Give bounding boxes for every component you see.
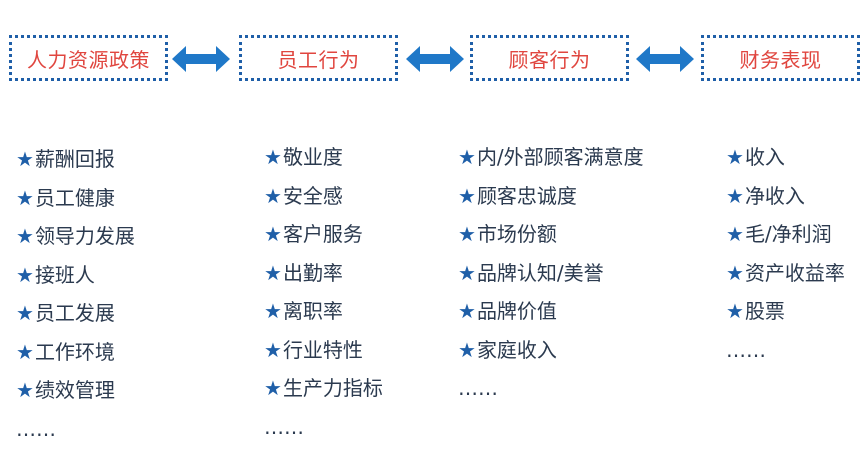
list-item-label: 薪酬回报 bbox=[34, 147, 115, 171]
more-items-ellipsis: …… bbox=[458, 376, 498, 400]
customer-behavior-list: ★内/外部顾客满意度★顾客忠诚度★市场份额★品牌认知/美誉★品牌价值★家庭收入…… bbox=[458, 138, 644, 408]
star-icon: ★ bbox=[16, 262, 34, 287]
employee-behavior-list: ★敬业度★安全感★客户服务★出勤率★离职率★行业特性★生产力指标…… bbox=[264, 138, 383, 446]
star-icon: ★ bbox=[726, 145, 744, 169]
list-item: ★毛/净利润 bbox=[726, 215, 845, 254]
customer-behavior-box: 顾客行为 bbox=[470, 35, 629, 81]
list-item-label: 资产收益率 bbox=[744, 260, 845, 285]
star-icon: ★ bbox=[726, 222, 744, 246]
star-icon: ★ bbox=[726, 299, 744, 323]
list-item: ★绩效管理 bbox=[16, 371, 135, 410]
list-item: ★行业特性 bbox=[264, 331, 383, 370]
list-item: ★薪酬回报 bbox=[16, 140, 135, 179]
star-icon: ★ bbox=[264, 222, 282, 246]
list-item: ★生产力指标 bbox=[264, 369, 383, 408]
list-item-label: 股票 bbox=[744, 299, 785, 323]
list-item: ★客户服务 bbox=[264, 215, 383, 254]
star-icon: ★ bbox=[264, 183, 282, 208]
list-item: ★内/外部顾客满意度 bbox=[458, 138, 644, 177]
list-item-label: 领导力发展 bbox=[34, 224, 135, 248]
star-icon: ★ bbox=[16, 301, 34, 325]
hr-policy-list: ★薪酬回报★员工健康★领导力发展★接班人★员工发展★工作环境★绩效管理…… bbox=[16, 140, 135, 448]
list-item: ★家庭收入 bbox=[458, 331, 644, 370]
hr-policy-label: 人力资源政策 bbox=[27, 47, 150, 72]
list-item-label: 员工健康 bbox=[34, 185, 115, 210]
list-item: ★工作环境 bbox=[16, 333, 135, 372]
list-item: ★品牌认知/美誉 bbox=[458, 254, 644, 293]
star-icon: ★ bbox=[16, 378, 34, 402]
list-item-label: 毛/净利润 bbox=[744, 222, 832, 246]
list-item-label: 行业特性 bbox=[282, 337, 363, 362]
double-arrow-icon bbox=[636, 46, 694, 72]
more-items-ellipsis: …… bbox=[726, 337, 766, 362]
list-item: ★接班人 bbox=[16, 256, 135, 295]
star-icon: ★ bbox=[458, 299, 476, 323]
star-icon: ★ bbox=[16, 224, 34, 248]
list-item: ★安全感 bbox=[264, 177, 383, 216]
list-item: ★离职率 bbox=[264, 292, 383, 331]
employee-behavior-label: 员工行为 bbox=[277, 47, 360, 72]
star-icon: ★ bbox=[16, 185, 34, 210]
financial-performance-list: ★收入★净收入★毛/净利润★资产收益率★股票…… bbox=[726, 138, 845, 369]
list-item-label: 安全感 bbox=[282, 183, 343, 208]
star-icon: ★ bbox=[264, 145, 282, 169]
star-icon: ★ bbox=[458, 183, 476, 208]
star-icon: ★ bbox=[458, 145, 476, 169]
list-item-label: 品牌价值 bbox=[476, 299, 557, 323]
hr-policy-box: 人力资源政策 bbox=[9, 35, 168, 81]
star-icon: ★ bbox=[458, 260, 476, 285]
list-item: ★品牌价值 bbox=[458, 292, 644, 331]
list-item: ★出勤率 bbox=[264, 254, 383, 293]
list-item-label: 收入 bbox=[744, 145, 785, 169]
financial-performance-label: 财务表现 bbox=[739, 47, 822, 72]
double-arrow-icon bbox=[172, 46, 230, 72]
list-item-label: 生产力指标 bbox=[282, 376, 383, 400]
list-item-label: 离职率 bbox=[282, 299, 343, 323]
list-item: ★顾客忠诚度 bbox=[458, 177, 644, 216]
list-item: ★收入 bbox=[726, 138, 845, 177]
star-icon: ★ bbox=[16, 339, 34, 364]
list-item-label: 出勤率 bbox=[282, 260, 343, 285]
list-item-label: 市场份额 bbox=[476, 222, 557, 246]
list-item-label: 接班人 bbox=[34, 262, 95, 287]
more-items-ellipsis: …… bbox=[16, 416, 56, 441]
list-item: ★员工发展 bbox=[16, 294, 135, 333]
list-item-label: 顾客忠诚度 bbox=[476, 183, 577, 208]
list-item: ★股票 bbox=[726, 292, 845, 331]
list-item-label: 家庭收入 bbox=[476, 337, 557, 362]
financial-performance-box: 财务表现 bbox=[701, 35, 860, 81]
employee-behavior-box: 员工行为 bbox=[239, 35, 398, 81]
list-item-label: 品牌认知/美誉 bbox=[476, 260, 604, 285]
customer-behavior-label: 顾客行为 bbox=[508, 47, 591, 72]
list-item: ★市场份额 bbox=[458, 215, 644, 254]
star-icon: ★ bbox=[264, 299, 282, 323]
list-item: ★员工健康 bbox=[16, 179, 135, 218]
star-icon: ★ bbox=[264, 337, 282, 362]
star-icon: ★ bbox=[16, 147, 34, 171]
double-arrow-icon bbox=[406, 46, 464, 72]
star-icon: ★ bbox=[458, 337, 476, 362]
star-icon: ★ bbox=[458, 222, 476, 246]
list-item: ★资产收益率 bbox=[726, 254, 845, 293]
list-item-label: 敬业度 bbox=[282, 145, 343, 169]
list-item-label: 净收入 bbox=[744, 183, 805, 208]
star-icon: ★ bbox=[726, 183, 744, 208]
list-item: ★领导力发展 bbox=[16, 217, 135, 256]
list-item-label: 员工发展 bbox=[34, 301, 115, 325]
list-item-label: 工作环境 bbox=[34, 339, 115, 364]
more-items-ellipsis: …… bbox=[264, 414, 304, 439]
list-item-label: 绩效管理 bbox=[34, 378, 115, 402]
star-icon: ★ bbox=[264, 376, 282, 400]
list-item-label: 客户服务 bbox=[282, 222, 363, 246]
list-item-label: 内/外部顾客满意度 bbox=[476, 145, 644, 169]
star-icon: ★ bbox=[726, 260, 744, 285]
list-item: ★净收入 bbox=[726, 177, 845, 216]
star-icon: ★ bbox=[264, 260, 282, 285]
list-item: ★敬业度 bbox=[264, 138, 383, 177]
